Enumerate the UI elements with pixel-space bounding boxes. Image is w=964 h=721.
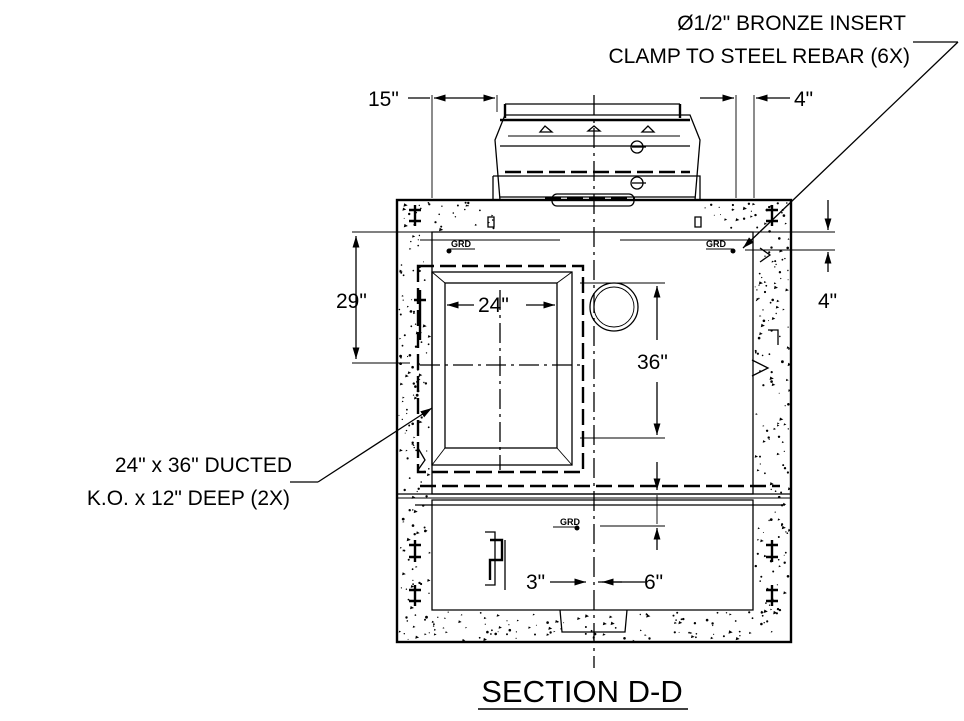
grd-text: GRD [560,517,581,527]
dim-top-left: 15" [368,88,498,198]
dim-text: 4" [794,88,813,111]
dim-text: 36" [637,351,668,374]
grd-text: GRD [451,239,472,249]
vault-wall-inner [431,231,754,611]
grd-label-2: GRD [706,239,736,254]
title-text: SECTION D-D [481,674,683,709]
grd-label-1: GRD [446,239,475,254]
dim-text: 4" [818,290,837,313]
dim-bottom-left: 3" [526,571,622,594]
dim-text: 15" [368,88,399,111]
dim-left-height: 29" [336,231,434,364]
wall-inserts [409,205,779,606]
dim-bottom-right: 6" [598,462,665,594]
callout-ducted-ko: 24" x 36" DUCTED K.O. x 12" DEEP (2X) [87,407,433,510]
rebar-dashed-lines [415,239,785,506]
dim-text: 6" [644,571,663,594]
dim-top-right: 4" [700,88,813,198]
dim-right-small: 4" [740,200,837,313]
pulling-iron [485,531,628,633]
dim-ko-width: 24" [447,294,555,317]
dim-text: 24" [478,294,509,317]
callout-text: Ø1/2" BRONZE INSERT [677,12,906,35]
manhole-collar [492,103,701,207]
callout-text: K.O. x 12" DEEP (2X) [87,487,290,510]
dim-ko-height: 36" [580,282,668,439]
knockout-opening [416,264,585,474]
callout-text: CLAMP TO STEEL REBAR (6X) [609,45,911,68]
callout-bronze-insert: Ø1/2" BRONZE INSERT CLAMP TO STEEL REBAR… [609,12,959,249]
grd-label-3: GRD [553,517,581,531]
callout-text: 24" x 36" DUCTED [115,454,292,477]
pipe-opening [589,282,639,332]
dim-text: 3" [526,571,545,594]
grd-text: GRD [706,239,727,249]
concrete-hatching [398,201,792,643]
dim-text: 29" [336,290,367,313]
section-title: SECTION D-D [478,674,688,710]
centerline-symbol [630,140,646,190]
